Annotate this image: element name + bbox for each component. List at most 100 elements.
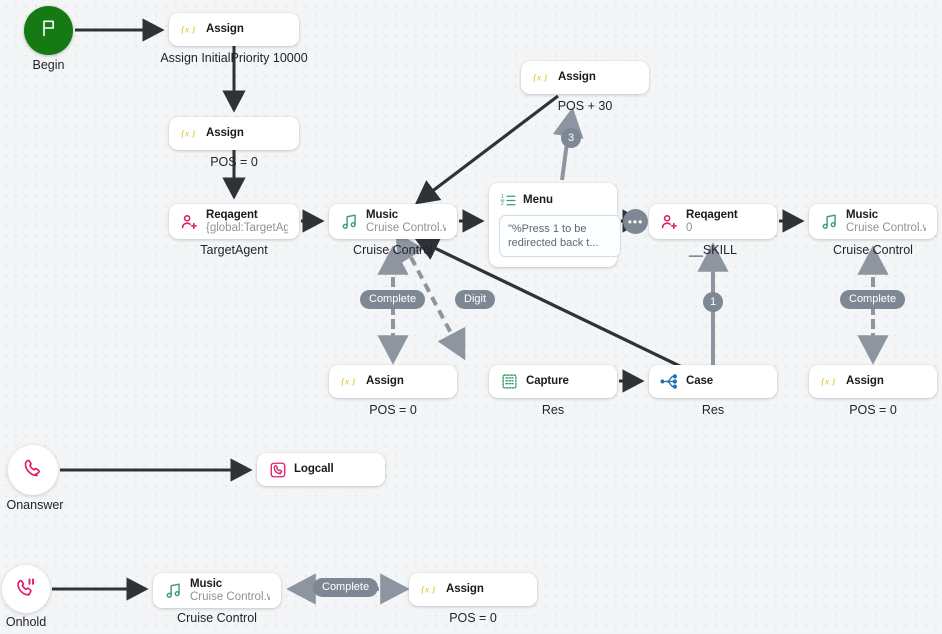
menu-prompt-text[interactable]: "%Press 1 to be redirected back t...: [499, 215, 621, 257]
node-music-center[interactable]: Music Cruise Control.wav: [329, 204, 457, 239]
svg-text:2: 2: [500, 201, 503, 207]
svg-text:x: x: [184, 129, 189, 139]
caption-music-right: Cruise Control: [833, 243, 913, 257]
svg-text:x: x: [424, 585, 429, 595]
svg-text:}: }: [191, 129, 195, 140]
agent-icon: [660, 212, 679, 231]
caption-capture: Res: [541, 403, 565, 417]
caption-onhold: Onhold: [5, 615, 47, 629]
node-assign-pos0-b[interactable]: {x} Assign: [329, 365, 457, 398]
caption-assign-pos0-c: POS = 0: [849, 403, 897, 417]
node-onanswer[interactable]: [8, 445, 58, 495]
agent-icon: [180, 212, 199, 231]
node-reqagent-skill[interactable]: Reqagent 0: [649, 204, 777, 239]
caption-music-center: Cruise Control: [353, 243, 433, 257]
node-title: Case: [686, 375, 714, 387]
node-assign-top[interactable]: {x} Assign: [521, 61, 649, 94]
edge-chip-one[interactable]: 1: [703, 292, 723, 312]
svg-text:}: }: [191, 25, 195, 36]
svg-text:}: }: [543, 73, 547, 84]
node-title: Assign: [206, 127, 244, 139]
flag-icon: [39, 18, 59, 43]
music-icon: [340, 212, 359, 231]
variable-icon: {x}: [532, 68, 551, 87]
edge-chip-complete-1[interactable]: Complete: [360, 290, 426, 309]
svg-text:{: {: [821, 377, 825, 388]
node-subtitle: Cruise Control.wav: [190, 590, 270, 603]
node-music-right[interactable]: Music Cruise Control.wav: [809, 204, 937, 239]
caption-assign-hold: POS = 0: [449, 611, 497, 625]
node-logcall[interactable]: Logcall: [257, 453, 385, 486]
node-subtitle: Cruise Control.wav: [846, 221, 926, 234]
node-title: Capture: [526, 375, 569, 387]
caption-assign-pos0-a: POS = 0: [210, 155, 258, 169]
svg-text:{: {: [341, 377, 345, 388]
node-title: Music: [190, 577, 223, 590]
node-assign-pos0-c[interactable]: {x} Assign: [809, 365, 937, 398]
node-title: Assign: [366, 375, 404, 387]
node-title: Reqagent: [206, 208, 258, 221]
phone-icon: [23, 458, 43, 483]
variable-icon: {x}: [180, 20, 199, 39]
node-case[interactable]: Case: [649, 365, 777, 398]
node-title: Reqagent: [686, 208, 738, 221]
caption-reqagent-target: TargetAgent: [200, 243, 268, 257]
svg-text:{: {: [533, 73, 537, 84]
svg-text:x: x: [824, 377, 829, 387]
logcall-icon: [268, 460, 287, 479]
node-title: Assign: [446, 583, 484, 595]
svg-text:{: {: [181, 129, 185, 140]
node-music-hold[interactable]: Music Cruise Control.wav: [153, 573, 281, 608]
edge-chip-complete-2[interactable]: Complete: [840, 290, 906, 309]
svg-text:x: x: [344, 377, 349, 387]
node-assign-init[interactable]: {x} Assign: [169, 13, 299, 46]
svg-text:{: {: [421, 585, 425, 596]
node-assign-hold[interactable]: {x} Assign: [409, 573, 537, 606]
variable-icon: {x}: [420, 580, 439, 599]
node-menu[interactable]: 1 2 Menu "%Press 1 to be redirected back…: [489, 183, 621, 267]
node-title: Music: [366, 208, 399, 221]
variable-icon: {x}: [180, 124, 199, 143]
music-icon: [164, 581, 183, 600]
node-title: Logcall: [294, 463, 334, 475]
caption-begin: Begin: [32, 58, 65, 72]
svg-text:}: }: [351, 377, 355, 388]
node-begin[interactable]: [24, 6, 73, 55]
svg-text:}: }: [831, 377, 835, 388]
node-title: Music: [846, 208, 879, 221]
music-icon: [820, 212, 839, 231]
edge-chip-three[interactable]: 3: [561, 128, 581, 148]
capture-icon: [500, 372, 519, 391]
caption-reqagent-skill: __SKILL: [689, 243, 737, 257]
caption-music-hold: Cruise Control: [177, 611, 257, 625]
svg-text:1: 1: [500, 194, 503, 200]
svg-text:}: }: [431, 585, 435, 596]
phone-pause-icon: [16, 577, 36, 602]
case-icon: [660, 372, 679, 391]
node-capture[interactable]: Capture: [489, 365, 617, 398]
edge-chip-dots[interactable]: •••: [623, 209, 648, 234]
variable-icon: {x}: [340, 372, 359, 391]
edge-chip-digit[interactable]: Digit: [455, 290, 496, 309]
node-assign-pos0-a[interactable]: {x} Assign: [169, 117, 299, 150]
caption-assign-init: Assign InitialPriority 10000: [160, 51, 308, 65]
caption-assign-pos0-b: POS = 0: [369, 403, 417, 417]
node-title: Menu: [523, 194, 554, 206]
node-subtitle: {global:TargetAgent}: [206, 221, 288, 234]
caption-case: Res: [701, 403, 725, 417]
caption-assign-top: POS + 30: [557, 99, 613, 113]
svg-text:x: x: [536, 73, 541, 83]
node-title: Assign: [846, 375, 884, 387]
node-onhold[interactable]: [2, 565, 50, 613]
ordered-list-icon: 1 2: [499, 191, 517, 209]
node-subtitle: Cruise Control.wav: [366, 221, 446, 234]
node-title: Assign: [558, 71, 596, 83]
caption-onanswer: Onanswer: [6, 498, 64, 512]
edge-chip-complete-3[interactable]: Complete: [313, 578, 379, 597]
node-subtitle: 0: [686, 221, 693, 234]
variable-icon: {x}: [820, 372, 839, 391]
svg-text:{: {: [181, 25, 185, 36]
node-reqagent-target[interactable]: Reqagent {global:TargetAgent}: [169, 204, 299, 239]
